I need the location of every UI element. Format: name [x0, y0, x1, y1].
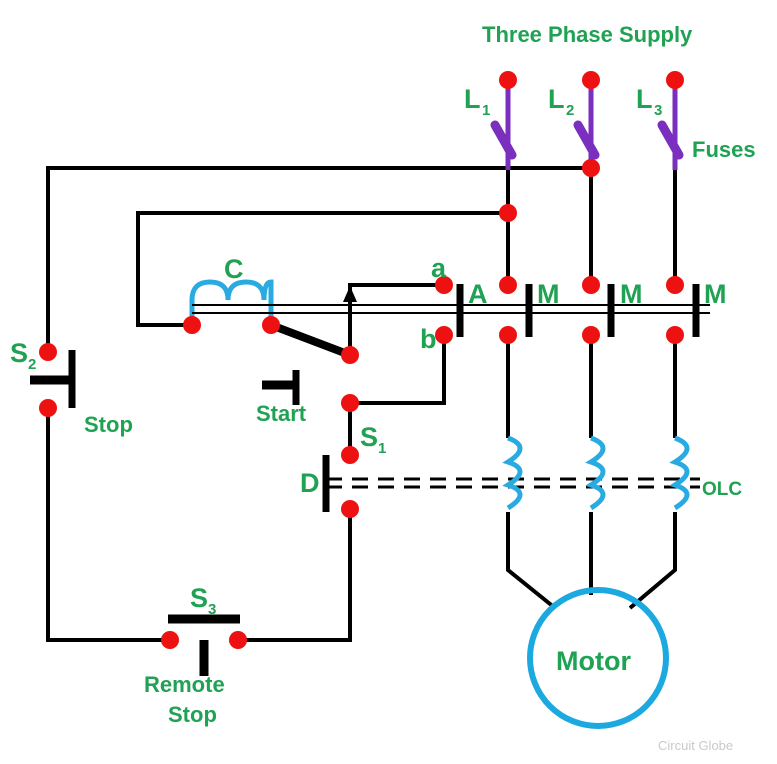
remote-stop-button-s3[interactable] [168, 614, 240, 676]
label-remote-stop-line2: Stop [168, 702, 217, 727]
wire-d-to-s3 [238, 509, 352, 642]
label-s3-sub: 3 [208, 601, 216, 618]
node-contact-d-lower [341, 500, 359, 518]
node-contact-a-upper [435, 276, 453, 294]
node-coil-c-left [183, 316, 201, 334]
node-coil-c-right [262, 316, 280, 334]
label-l1-sub: 1 [482, 102, 490, 119]
label-coil-c: C [224, 254, 244, 284]
node-contact-M1-lower [582, 326, 600, 344]
wire-stop-to-remote-stop [46, 408, 170, 642]
mech-link-actuator-arrow [343, 286, 357, 302]
start-button[interactable] [262, 370, 300, 405]
fuse-group [490, 80, 684, 170]
label-s3: S [190, 583, 208, 613]
wire-l1-to-motor [506, 512, 557, 610]
wire-l1-tap-to-coil [136, 211, 508, 327]
olc-coil-l3 [669, 435, 690, 511]
watermark: Circuit Globe [658, 738, 733, 753]
label-l2-sub: 2 [566, 102, 574, 119]
junction-nodes [39, 71, 684, 649]
label-stop: Stop [84, 412, 133, 437]
label-olc: OLC [702, 479, 742, 500]
node-contact-A-upper [499, 276, 517, 294]
label-s1: S [360, 422, 378, 452]
node-remote-stop-left [161, 631, 179, 649]
label-l3-sub: 3 [654, 102, 662, 119]
label-motor: Motor [556, 646, 631, 676]
label-l2: L [548, 84, 565, 114]
label-contact-d: D [300, 468, 320, 498]
node-l1-tap [499, 204, 517, 222]
label-contact-M3: M [704, 279, 727, 309]
label-s2-sub: 2 [28, 356, 36, 373]
label-s1-sub: 1 [378, 440, 386, 457]
label-s2: S [10, 338, 28, 368]
node-start-upper [341, 346, 359, 364]
wire-l2-tap-to-stop [46, 166, 591, 352]
node-contact-M2-upper [666, 276, 684, 294]
olc-coil-l1 [502, 435, 523, 511]
node-contact-M2-lower [666, 326, 684, 344]
fuse-l1-icon [490, 120, 517, 160]
wire-l3-to-motor [628, 512, 677, 610]
fuse-l3-icon [657, 120, 684, 160]
coil-c-winding [189, 279, 274, 325]
node-start-lower [341, 394, 359, 412]
label-contact-b: b [420, 324, 437, 354]
label-contact-M1: M [537, 279, 560, 309]
node-contact-d-upper [341, 446, 359, 464]
mechanical-link-bar [192, 286, 710, 355]
fuse-l2-icon [573, 120, 600, 160]
node-l2-terminal [582, 71, 600, 89]
label-contact-A: A [468, 279, 488, 309]
label-start: Start [256, 401, 307, 426]
stop-button-s2[interactable] [30, 350, 76, 408]
wire-b-to-s1 [350, 335, 446, 405]
node-l2-tap [582, 159, 600, 177]
motor-symbol [527, 587, 669, 729]
wire-coil-to-start-contact [269, 321, 352, 359]
wire-network [46, 140, 677, 642]
node-remote-stop-right [229, 631, 247, 649]
node-l1-terminal [499, 71, 517, 89]
contactor-coil-c [189, 279, 274, 325]
supply-title: Three Phase Supply [482, 22, 693, 47]
label-l1: L [464, 84, 481, 114]
node-l3-terminal [666, 71, 684, 89]
node-contact-b-lower [435, 326, 453, 344]
olc-coil-l2 [585, 435, 606, 511]
node-contact-M1-upper [582, 276, 600, 294]
label-contact-M2: M [620, 279, 643, 309]
contact-bars [456, 284, 700, 337]
node-stop-s2-upper [39, 343, 57, 361]
label-fuses: Fuses [692, 137, 756, 162]
label-contact-a: a [431, 253, 447, 283]
overload-coils [502, 435, 690, 511]
node-stop-s2-lower [39, 399, 57, 417]
node-contact-A-lower [499, 326, 517, 344]
label-remote-stop-line1: Remote [144, 672, 225, 697]
label-l3: L [636, 84, 653, 114]
